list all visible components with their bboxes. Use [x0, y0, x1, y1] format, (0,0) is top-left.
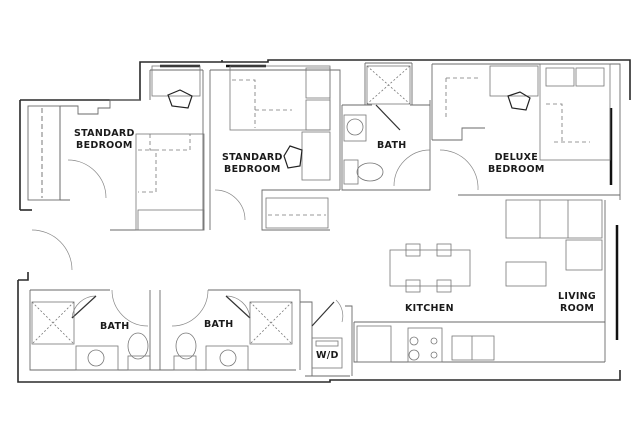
room-label-bath-bottom-left: BATH — [100, 321, 130, 332]
room-label-living-room: LIVING ROOM — [558, 291, 597, 314]
room-label-bath-top: BATH — [377, 140, 407, 151]
room-label-bath-bottom-middle: BATH — [204, 319, 234, 330]
furniture — [31, 63, 611, 371]
room-label-standard-bedroom-2: STANDARD BEDROOM — [222, 152, 283, 175]
room-label-kitchen: KITCHEN — [405, 303, 454, 314]
interior-walls — [27, 62, 621, 377]
desk-chairs — [167, 89, 531, 169]
exterior-walls — [17, 59, 631, 383]
room-label-standard-bedroom-1: STANDARD BEDROOM — [74, 128, 135, 151]
door-swings — [31, 149, 479, 327]
door-leaves — [71, 104, 401, 327]
room-label-washer-dryer: W/D — [316, 350, 339, 361]
room-label-deluxe-bedroom: DELUXE BEDROOM — [488, 152, 545, 175]
